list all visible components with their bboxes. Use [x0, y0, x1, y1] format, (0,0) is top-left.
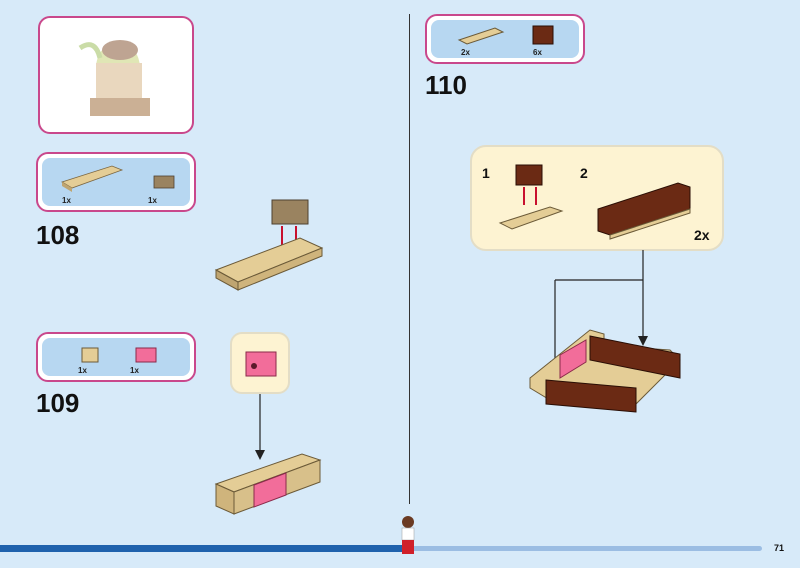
- step-number: 110: [425, 70, 467, 100]
- part-pink-hole-brick: [135, 347, 157, 363]
- substep-2-illustration: [597, 182, 691, 240]
- step-108-illustration: [214, 199, 324, 291]
- parts-box-108: 1x 1x: [36, 152, 196, 212]
- parts-box-109: 1x 1x: [36, 332, 196, 382]
- progress-bar-fill: [0, 545, 405, 552]
- part-tan-plate-2x6: [61, 165, 124, 192]
- substep-1-illustration: [498, 164, 564, 230]
- part-tan-plate-1x4: [457, 27, 505, 45]
- part-dark-tan-clip-brick: [153, 175, 175, 189]
- step-number: 109: [36, 388, 80, 418]
- step-110-callout: 1 2 2x: [470, 145, 724, 251]
- parts-box-110: 2x 6x: [425, 14, 585, 64]
- step-109-illustration: [214, 394, 322, 515]
- part-tan-flower-brick: [81, 347, 99, 363]
- preview-model-box: [38, 16, 194, 134]
- part-qty: 2x: [461, 48, 470, 57]
- column-divider: [409, 14, 410, 504]
- part-qty: 1x: [130, 366, 139, 375]
- minifigure-progress-icon: [401, 516, 415, 554]
- step-110-illustration: [529, 250, 681, 413]
- substep-multiplier: 2x: [694, 227, 710, 243]
- part-qty: 1x: [62, 196, 71, 205]
- step-number: 108: [36, 220, 80, 250]
- model-preview-image: [78, 40, 150, 116]
- part-brown-brick-1x2: [532, 25, 554, 45]
- step-109-callout: [230, 332, 290, 394]
- substep-number: 2: [580, 165, 588, 181]
- page-number: 71: [774, 543, 785, 553]
- substep-number: 1: [482, 165, 490, 181]
- pink-brick-callout: [245, 351, 277, 377]
- part-qty: 1x: [148, 196, 157, 205]
- part-qty: 6x: [533, 48, 542, 57]
- part-qty: 1x: [78, 366, 87, 375]
